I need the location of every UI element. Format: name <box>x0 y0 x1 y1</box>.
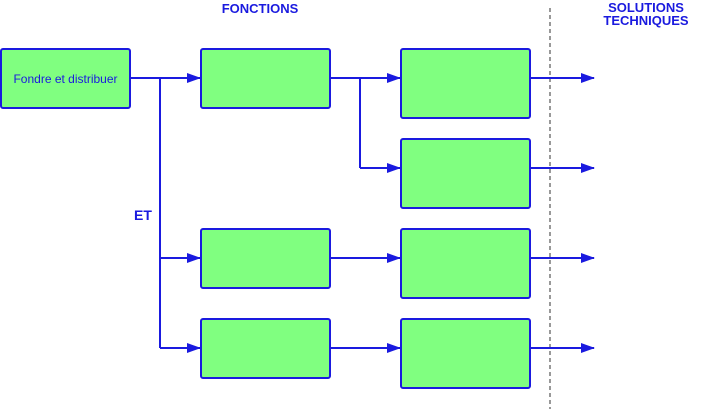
main-function-box: Fondre et distribuer <box>0 48 131 109</box>
connector-lines <box>131 73 595 353</box>
header-fonctions: FONCTIONS <box>221 1 299 16</box>
header-solutions-line2: TECHNIQUES <box>603 13 689 28</box>
subfunction-box-2 <box>400 138 531 209</box>
function-box-3 <box>200 318 331 379</box>
function-box-2 <box>200 228 331 289</box>
subfunction-box-4 <box>400 318 531 389</box>
header-solutions-techniques: SOLUTIONS TECHNIQUES <box>590 1 702 27</box>
subfunction-box-3 <box>400 228 531 299</box>
connector-label-et: ET <box>134 207 152 223</box>
main-function-label: Fondre et distribuer <box>13 71 118 86</box>
function-box-1 <box>200 48 331 109</box>
subfunction-box-1 <box>400 48 531 119</box>
header-solutions-line1: SOLUTIONS <box>608 0 684 15</box>
